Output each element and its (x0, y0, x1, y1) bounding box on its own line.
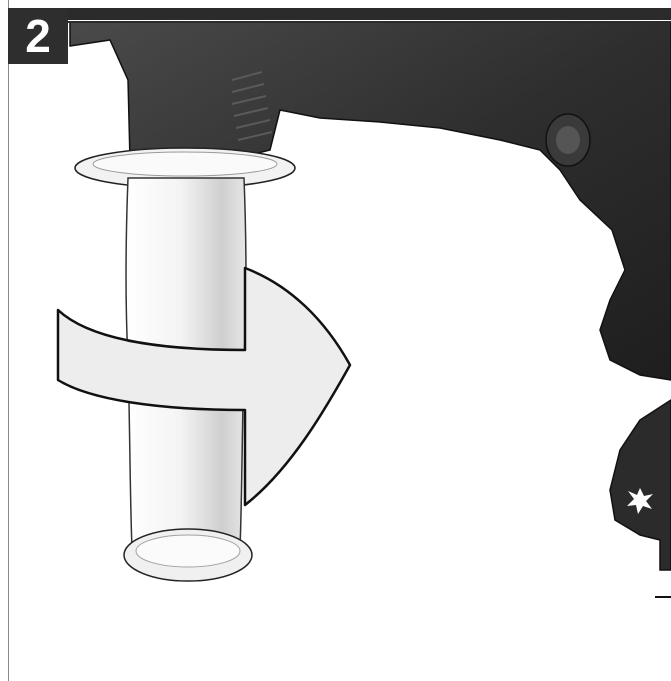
frame-left-border (8, 0, 9, 681)
depth-stop-bracket (609, 399, 671, 571)
step-number-badge: 2 (8, 8, 68, 64)
curved-arrow-right-icon (56, 266, 352, 507)
header-underline (68, 21, 671, 23)
header-bar (68, 8, 671, 20)
housing-grip-ridges (231, 71, 273, 141)
star-burst-icon (627, 488, 653, 514)
